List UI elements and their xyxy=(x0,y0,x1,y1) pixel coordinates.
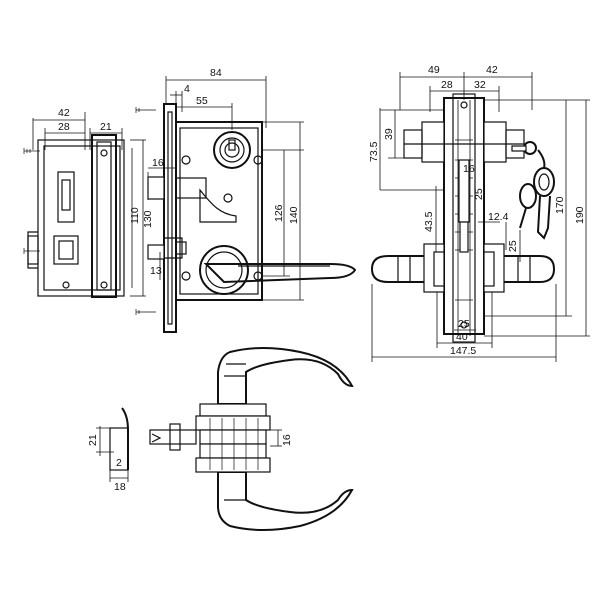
dim-spindle-a: 16 xyxy=(463,163,475,175)
dim-body-width: 84 xyxy=(210,67,222,79)
dim-handle-to-cyl: 126 xyxy=(273,204,285,222)
dim-bolt-depth: 16 xyxy=(152,157,164,169)
dim-plate-right: 42 xyxy=(486,64,498,76)
dim-side-face: 21 xyxy=(100,121,112,133)
dim-strike-16: 16 xyxy=(281,434,293,446)
dim-spindle-b: 25 xyxy=(473,188,485,200)
dim-strike-w: 18 xyxy=(114,481,126,493)
strike-view xyxy=(96,407,129,482)
screw-icon xyxy=(135,107,156,113)
dim-side-inner: 28 xyxy=(58,121,70,133)
dim-latch-h: 13 xyxy=(150,265,162,277)
dim-strike-t: 2 xyxy=(116,457,122,469)
dim-plate-r-inner: 32 xyxy=(474,79,486,91)
dim-body-offset: 4 xyxy=(184,83,190,95)
lever-set-view xyxy=(149,347,354,531)
front-view xyxy=(147,76,357,333)
dim-spindle-c: 12.4 xyxy=(488,211,509,223)
dim-strike-h: 21 xyxy=(87,434,99,446)
dim-plate-l-inner: 28 xyxy=(441,79,453,91)
dim-plate-left: 49 xyxy=(428,64,440,76)
dim-lever-h: 25 xyxy=(507,240,519,252)
dim-base-b: 40 xyxy=(456,331,468,343)
section-view xyxy=(370,72,590,362)
dim-cyl-h: 39 xyxy=(383,128,395,140)
dim-cyl-center: 73.5 xyxy=(368,141,380,162)
dim-lever-center: 43.5 xyxy=(423,211,435,232)
dim-plate-h: 170 xyxy=(554,196,566,214)
dim-side-h1: 110 xyxy=(129,207,141,224)
dim-side-width: 42 xyxy=(58,107,70,119)
side-view xyxy=(23,107,156,315)
dim-base-a: 25 xyxy=(458,318,470,330)
dim-plate-total: 190 xyxy=(574,206,586,224)
dim-body-height: 140 xyxy=(288,206,300,224)
dimension-labels: 42 28 21 110 130 84 4 55 16 13 126 140 4… xyxy=(58,64,586,493)
key-icon xyxy=(511,141,555,240)
dim-side-h2: 130 xyxy=(142,210,154,228)
dim-backset: 55 xyxy=(196,95,208,107)
screw-icon xyxy=(23,248,40,254)
screw-icon xyxy=(23,148,40,154)
screw-icon xyxy=(135,309,156,315)
dim-overall-width: 147.5 xyxy=(450,345,476,357)
